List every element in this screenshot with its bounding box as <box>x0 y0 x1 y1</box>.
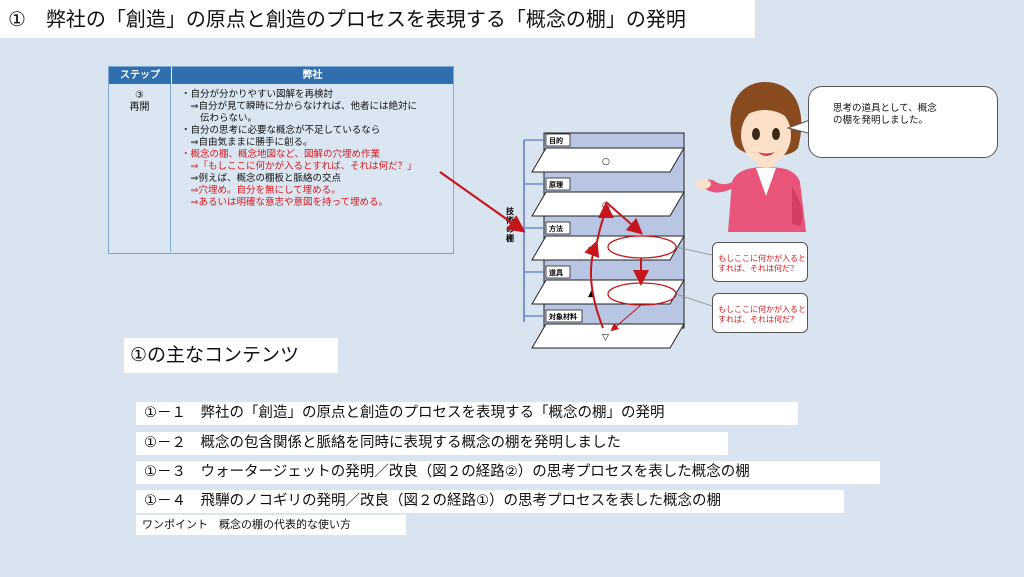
shelf-symbol: △ <box>586 245 593 255</box>
note-connector-2 <box>675 293 713 307</box>
note-1-line-1: もしここに何かが入ると <box>718 254 806 263</box>
shelf-label-box <box>545 177 571 191</box>
shelf-stack: 目的○原理◎方法△道具▲対象材料▽ <box>524 133 685 349</box>
speech-line-2: の棚を発明しました。 <box>833 115 929 126</box>
step-line: ⇒「もしここに何かが入るとすれば、それは何だ？」 <box>181 161 417 172</box>
step-number: ③ <box>135 90 144 101</box>
main-contents-heading: ①の主なコンテンツ <box>124 338 338 373</box>
step-line: ・自分の思考に必要な概念が不足しているなら <box>181 125 381 136</box>
note-2-line-2: すれば、それは何だ？ <box>718 315 798 324</box>
step-line: ⇒あるいは明確な意志や意図を持って埋める。 <box>181 197 389 208</box>
content-link-2[interactable]: ①－２ 概念の包含関係と脈絡を同時に表現する概念の棚を発明しました <box>136 432 728 455</box>
shelf-board <box>531 147 685 173</box>
speech-bubble: 思考の道具として、概念 の棚を発明しました。 <box>808 86 998 158</box>
step-line: ⇒穴埋め。自分を無にして埋める。 <box>181 185 341 196</box>
step-line: ・自分が分かりやすい図解を再検討 <box>181 89 334 100</box>
step-line: ⇒例えば、概念の棚板と脈絡の交点 <box>181 173 341 184</box>
header-step: ステップ <box>109 67 172 84</box>
shelf-label: 目的 <box>549 136 563 145</box>
step-line: ⇒自分が見て瞬時に分からなければ、他者には絶対に <box>181 101 417 112</box>
table-row: ③ 再開 ・自分が分かりやすい図解を再検討 ⇒自分が見て瞬時に分からなければ、他… <box>109 84 453 252</box>
step-table: ステップ 弊社 ③ 再開 ・自分が分かりやすい図解を再検討 ⇒自分が見て瞬時に分… <box>108 66 454 254</box>
step-line: 伝わらない。 <box>181 113 258 124</box>
step-line: ・概念の棚、概念地図など、図解の穴埋め作業 <box>181 149 381 160</box>
shelf-label-box <box>545 133 571 147</box>
shelf-label-box <box>545 265 571 279</box>
question-note-2: もしここに何かが入ると すれば、それは何だ？ <box>712 293 808 333</box>
header-company: 弊社 <box>302 70 323 81</box>
pointer-arrow <box>439 171 526 233</box>
content-link-1[interactable]: ①－１ 弊社の「創造」の原点と創造のプロセスを表現する「概念の棚」の発明 <box>136 402 798 425</box>
step-cell: ③ 再開 <box>109 84 171 252</box>
flow-arrow-4 <box>584 240 604 329</box>
shelf-label-box <box>545 309 583 323</box>
shelf-label-box <box>545 221 571 235</box>
note-connector-1 <box>675 246 713 256</box>
presenter-illustration <box>695 82 806 232</box>
step-name: 再開 <box>129 102 150 113</box>
shelf-label: 対象材料 <box>548 312 577 321</box>
note-1-line-2: すれば、それは何だ？ <box>718 264 798 273</box>
flow-arrow-3 <box>610 304 642 332</box>
shelf-label: 原理 <box>549 180 563 189</box>
step-line: ⇒自由気ままに勝手に創る。 <box>181 137 313 148</box>
shelf-board <box>531 323 685 349</box>
shelf-label: 道具 <box>549 268 563 277</box>
question-note-1: もしここに何かが入ると すれば、それは何だ？ <box>712 242 808 282</box>
shelf-symbol: ○ <box>602 157 610 167</box>
content-link-3[interactable]: ①－３ ウォータージェットの発明／改良（図２の経路②）の思考プロセスを表した概念… <box>136 461 880 484</box>
note-2-line-1: もしここに何かが入ると <box>718 305 806 314</box>
shelf-symbol: ▽ <box>602 333 609 343</box>
flow-arrow-5 <box>596 202 614 243</box>
one-point-link[interactable]: ワンポイント 概念の棚の代表的な使い方 <box>136 515 406 535</box>
step-description: ・自分が分かりやすい図解を再検討 ⇒自分が見て瞬時に分からなければ、他者には絶対… <box>171 84 453 252</box>
shelf-label: 方法 <box>549 224 563 233</box>
page-title: ① 弊社の「創造」の原点と創造のプロセスを表現する「概念の棚」の発明 <box>0 0 755 38</box>
speech-line-1: 思考の道具として、概念 <box>833 103 937 114</box>
shelf-symbol: ▲ <box>588 289 595 299</box>
content-link-4[interactable]: ①－４ 飛騨のノコギリの発明／改良（図２の経路①）の思考プロセスを表した概念の棚 <box>136 490 844 513</box>
table-header: ステップ 弊社 <box>109 67 453 84</box>
